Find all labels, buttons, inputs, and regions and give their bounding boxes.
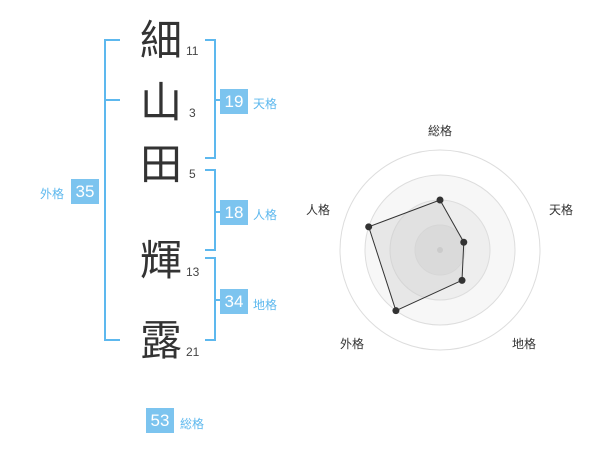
radar-axis-label-soukaku: 総格: [428, 124, 453, 138]
radar-point-1: [436, 196, 444, 204]
tenkaku-label: 天格: [253, 97, 278, 111]
radar-center: [437, 247, 443, 253]
radar-point-5: [365, 223, 373, 231]
radar-axis-label-jinkaku: 人格: [306, 203, 331, 217]
radar-point-4: [392, 307, 400, 315]
jinkaku-label: 人格: [253, 208, 278, 222]
tenkaku-value-badge: 19: [220, 89, 248, 114]
soukaku-label: 総格: [180, 417, 205, 431]
name-char-3: 田: [139, 140, 182, 189]
radar-point-2: [460, 238, 468, 246]
stroke-count-5: 21: [186, 345, 200, 359]
soukaku-value-badge: 53: [146, 408, 174, 433]
radar-point-3: [458, 276, 466, 284]
radar-axis-label-tenkaku: 天格: [549, 203, 574, 217]
radar-axis-label-gaikaku: 外格: [340, 337, 365, 351]
name-char-5: 露: [139, 316, 182, 365]
name-char-4: 輝: [139, 236, 182, 285]
radar-polygon: [368, 199, 465, 312]
name-char-2: 山: [139, 78, 182, 127]
stroke-count-2: 3: [189, 106, 196, 120]
gaikaku-label: 外格: [40, 187, 65, 201]
jinkaku-value-badge: 18: [220, 200, 248, 225]
chikaku-value-badge: 34: [220, 289, 248, 314]
radar-axis-label-chikaku: 地格: [512, 337, 537, 351]
stroke-count-3: 5: [189, 167, 196, 181]
gaikaku-bracket: [104, 39, 120, 341]
chikaku-label: 地格: [253, 298, 278, 312]
stroke-count-4: 13: [186, 265, 200, 279]
stroke-count-1: 11: [186, 44, 199, 58]
gaikaku-value-badge: 35: [71, 179, 99, 204]
name-char-1: 細: [139, 16, 182, 65]
